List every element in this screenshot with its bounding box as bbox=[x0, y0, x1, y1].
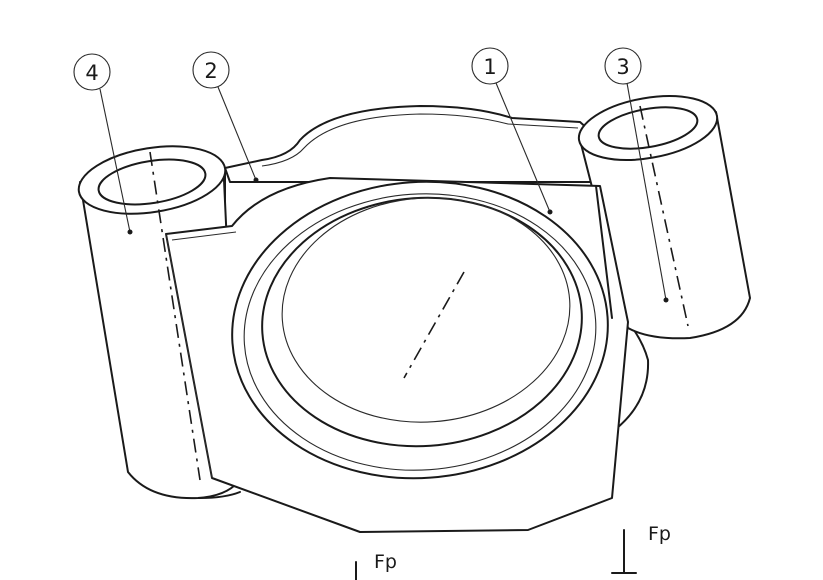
bore-ring bbox=[231, 180, 609, 480]
callout-4: 4 bbox=[73, 53, 133, 235]
callout-2-label: 2 bbox=[204, 59, 217, 83]
callout-4-label: 4 bbox=[85, 61, 98, 85]
force-fp-right: Fp bbox=[611, 523, 671, 574]
force-fp-left: Fp bbox=[355, 551, 397, 580]
tube-part-3 bbox=[577, 95, 751, 340]
callout-2: 2 bbox=[192, 51, 259, 183]
callout-3-label: 3 bbox=[616, 55, 629, 79]
callout-3: 3 bbox=[604, 47, 669, 303]
force-fp-left-label: Fp bbox=[374, 551, 397, 573]
force-fp-right-label: Fp bbox=[648, 523, 671, 545]
back-plate-part-2 bbox=[224, 105, 599, 233]
callout-1-label: 1 bbox=[483, 55, 496, 79]
callout-1: 1 bbox=[471, 47, 553, 215]
